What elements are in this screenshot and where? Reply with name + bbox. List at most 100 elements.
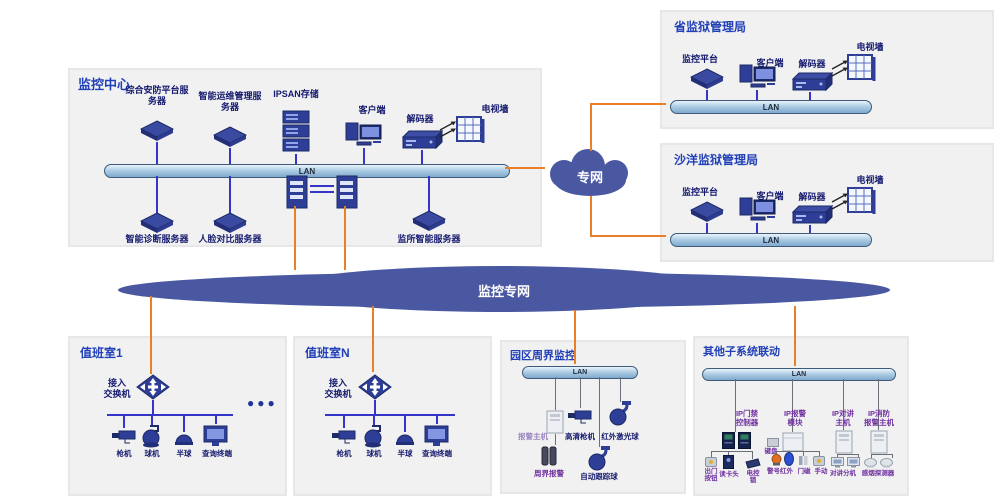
- shayang-bureau-lan-bus: LAN: [670, 233, 872, 247]
- grey-connector: [892, 454, 893, 458]
- decoder-to-tvwall-arrows-icon: [438, 120, 460, 140]
- grey-connector: [871, 454, 893, 455]
- query-terminal-icon: [202, 424, 230, 448]
- device-label-tv-wall: 电视墙: [856, 42, 884, 52]
- grey-connector: [620, 377, 621, 402]
- perimeter-alarm-pillars-icon: [540, 445, 558, 467]
- device-label-half-dome: 半球: [176, 449, 192, 458]
- grey-connector: [837, 454, 859, 455]
- grey-connector: [776, 451, 820, 452]
- device-label-query-terminal: 查询终端: [202, 449, 232, 458]
- shayang-bureau-title: 沙洋监狱管理局: [674, 153, 759, 167]
- blue-connector: [363, 148, 365, 164]
- dome-camera-icon: [363, 424, 385, 448]
- monitoring-center-title: 监控中心: [78, 77, 131, 92]
- blue-connector: [809, 225, 811, 233]
- device-label-alarm-host: 报警主机: [518, 432, 548, 441]
- ip-alarm-module-icon: [782, 432, 804, 452]
- blue-connector: [123, 416, 125, 428]
- monitoring-center-box: 监控中心 综合安防平台服务器 智能运维管理服务器 IPSAN存储 客户端 解码器…: [68, 68, 542, 247]
- decoder-icon: [791, 204, 834, 225]
- blue-connector: [310, 191, 334, 193]
- orange-connector-to-shayang-lan: [590, 235, 666, 237]
- grey-connector: [735, 379, 736, 432]
- device-label-auto-tracking-ball: 自动跟踪球: [580, 472, 618, 481]
- siren-icon: [771, 454, 782, 466]
- exit-button-icon: [705, 457, 717, 467]
- device-label-monitor-platform: 监控平台: [681, 54, 718, 64]
- blue-connector: [215, 416, 217, 424]
- device-label-decoder: 解码器: [798, 59, 826, 69]
- blue-connector: [706, 223, 708, 233]
- sub-label-intercom-extension: 对讲分机: [830, 470, 856, 477]
- shayang-bureau-box: 沙洋监狱管理局 监控平台 客户端 解码器 电视墙 LAN: [660, 143, 994, 262]
- core-switch-icon: [334, 174, 360, 210]
- group-label-ip-intercom-host: IP对讲 主机: [831, 409, 855, 427]
- smoke-detector-icon: [880, 458, 893, 468]
- server-plate-icon: [139, 120, 175, 142]
- auto-tracking-ball-camera-icon: [587, 445, 611, 471]
- tv-wall-icon: [456, 116, 485, 144]
- sub-label-keypad: 键盘: [764, 448, 778, 455]
- grey-connector: [776, 451, 777, 455]
- lan-label: LAN: [762, 235, 780, 245]
- hd-gun-camera-icon: [566, 408, 594, 426]
- door-magnet-icon: [798, 455, 809, 466]
- blue-connector: [706, 90, 708, 100]
- server-plate-icon: [212, 212, 248, 234]
- blue-connector: [404, 416, 406, 432]
- sub-label-exit-button: 出门 按钮: [704, 468, 718, 483]
- orange-connector-to-province-lan: [590, 103, 666, 105]
- access-switch-icon: [358, 374, 392, 400]
- group-label-ip-fire-alarm-host: IP消防 报警主机: [864, 409, 894, 427]
- decoder-to-tvwall-arrows-icon: [830, 59, 852, 79]
- grey-connector: [837, 454, 838, 458]
- blue-connector: [151, 416, 153, 426]
- grey-connector: [728, 451, 729, 455]
- blue-connector: [756, 90, 758, 100]
- lan-label: LAN: [762, 102, 780, 112]
- orange-connector-switch2-to-network: [344, 206, 346, 270]
- blue-connector: [229, 176, 231, 214]
- device-label-gun-camera: 枪机: [336, 449, 352, 458]
- lan-label: LAN: [298, 166, 316, 176]
- gun-camera-icon: [330, 428, 358, 446]
- access-controller-panel-icon: [738, 432, 751, 449]
- card-reader-icon: [723, 455, 734, 469]
- blue-connector: [809, 92, 811, 100]
- device-label-half-dome: 半球: [397, 449, 413, 458]
- device-label-gun-camera: 枪机: [116, 449, 132, 458]
- grey-connector: [843, 379, 844, 430]
- group-label-ip-alarm-module: IP报警 模块: [783, 409, 807, 427]
- blue-connector: [229, 148, 231, 164]
- blue-connector: [295, 154, 297, 164]
- perimeter-monitoring-title: 园区周界监控: [510, 350, 576, 362]
- infrared-sensor-icon: [784, 452, 794, 466]
- alarm-host-icon: [546, 410, 564, 434]
- decoder-to-tvwall-arrows-icon: [830, 192, 852, 212]
- access-switch-label: 接入 交换机: [324, 378, 352, 399]
- monitoring-network-label: 监控专网: [477, 284, 530, 299]
- device-label-hd-gun-camera: 高清枪机: [565, 432, 595, 441]
- device-label-security-platform-server: 综合安防平台服务器: [125, 85, 189, 106]
- device-label-decoder: 解码器: [798, 192, 826, 202]
- ellipsis-dots: ●●●: [247, 396, 278, 410]
- tv-wall-icon: [847, 54, 876, 82]
- smoke-detector-icon: [864, 458, 877, 468]
- orange-connector-cloud-down: [590, 196, 592, 237]
- device-label-dome-camera: 球机: [144, 449, 160, 458]
- server-plate-icon: [411, 210, 447, 232]
- orange-connector-lan-to-cloud: [505, 167, 545, 169]
- device-label-client: 客户端: [756, 58, 784, 68]
- monitoring-network-ellipse-inner: [280, 266, 720, 312]
- device-label-decoder: 解码器: [406, 114, 434, 124]
- orange-connector-cloud-up: [590, 103, 592, 151]
- orange-connector-switch1-to-network: [294, 206, 296, 270]
- blue-connector: [373, 416, 375, 426]
- half-dome-camera-icon: [174, 432, 194, 446]
- sub-label-siren-infrared: 警号红外: [767, 468, 793, 475]
- blue-connector: [183, 416, 185, 432]
- device-label-client: 客户端: [756, 191, 784, 201]
- gun-camera-icon: [110, 428, 138, 446]
- province-bureau-lan-bus: LAN: [670, 100, 872, 114]
